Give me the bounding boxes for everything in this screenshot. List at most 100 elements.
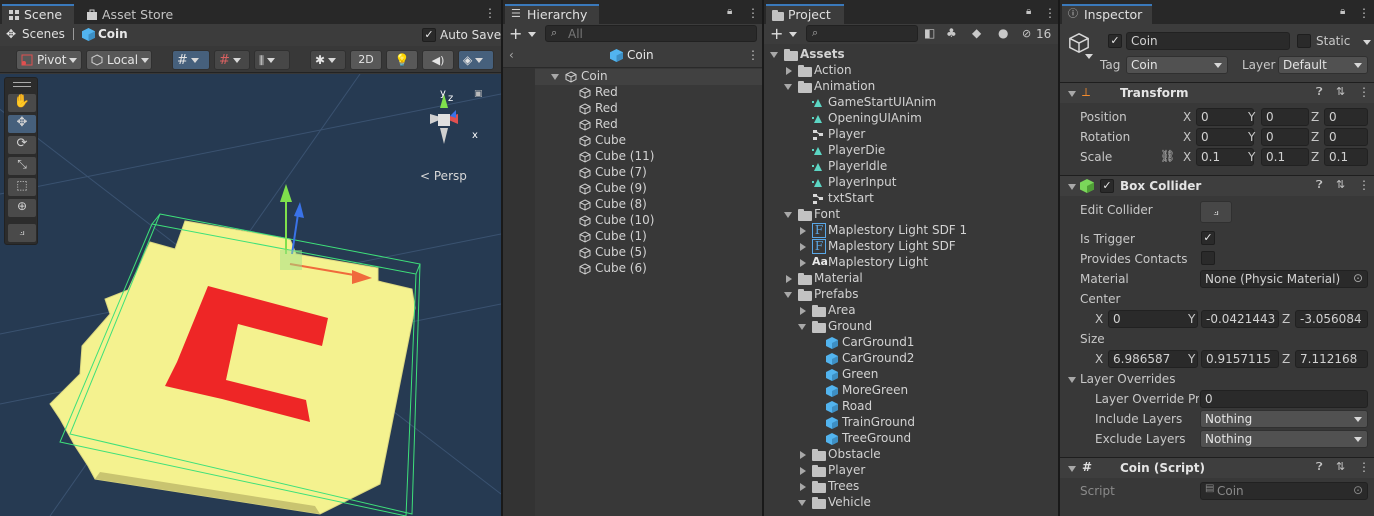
- scene-viewport[interactable]: ✋ ✥ ⟳ ⤡ ⬚ ⊕ ⟓ y z x ▣ < Persp: [0, 74, 501, 516]
- presets-icon[interactable]: ⇅: [1336, 460, 1346, 473]
- project-item[interactable]: CarGround1: [764, 335, 1058, 351]
- fold-arrow-icon[interactable]: [1068, 466, 1076, 472]
- hierarchy-item[interactable]: Cube (6): [535, 261, 762, 277]
- fold-arrow-icon[interactable]: [800, 259, 806, 267]
- lighting-toggle[interactable]: 💡: [386, 50, 418, 70]
- chevron-down-icon[interactable]: [528, 32, 536, 37]
- info-icon[interactable]: ●: [998, 26, 1009, 40]
- project-item[interactable]: Road: [764, 399, 1058, 415]
- project-item[interactable]: Vehicle: [764, 495, 1058, 511]
- transform-tool-button[interactable]: ⊕: [8, 199, 36, 217]
- grid-snap-toggle[interactable]: #: [172, 50, 210, 70]
- fold-arrow-icon[interactable]: [784, 84, 792, 90]
- project-item[interactable]: Assets: [764, 47, 1058, 63]
- search-by-label-icon[interactable]: ♣: [946, 26, 957, 40]
- center-x-field[interactable]: 0: [1108, 310, 1198, 328]
- hierarchy-item[interactable]: Cube (10): [535, 213, 762, 229]
- edit-collider-button[interactable]: ⟓: [1200, 201, 1232, 223]
- kebab-menu-icon[interactable]: ⋮: [1358, 178, 1370, 192]
- tab-project[interactable]: Project: [766, 4, 844, 24]
- custom-tool-button[interactable]: ⟓: [8, 224, 36, 242]
- hierarchy-item[interactable]: Cube: [535, 133, 762, 149]
- hand-tool-button[interactable]: ✋: [8, 94, 36, 112]
- kebab-menu-icon[interactable]: ⋮: [1358, 6, 1370, 20]
- link-icon[interactable]: ⛓: [1160, 149, 1176, 163]
- transform-y-field[interactable]: 0: [1261, 128, 1309, 146]
- audio-toggle[interactable]: ◀): [422, 50, 454, 70]
- fold-arrow-icon[interactable]: [798, 500, 806, 506]
- hidden-packages-icon[interactable]: ⊘: [1022, 27, 1032, 40]
- move-tool-button[interactable]: ✥: [8, 115, 36, 133]
- hierarchy-item[interactable]: Red: [535, 101, 762, 117]
- rect-tool-button[interactable]: ⬚: [8, 178, 36, 196]
- object-picker-icon[interactable]: ⊙: [1352, 271, 1363, 285]
- lock-icon[interactable]: 🔒︎: [1340, 6, 1346, 17]
- layer-overrides-fold-icon[interactable]: [1068, 377, 1076, 383]
- transform-z-field[interactable]: 0: [1324, 128, 1368, 146]
- project-item[interactable]: Area: [764, 303, 1058, 319]
- add-icon[interactable]: +: [509, 24, 523, 43]
- size-x-field[interactable]: 6.986587: [1108, 350, 1198, 368]
- project-item[interactable]: Font: [764, 207, 1058, 223]
- include-layers-dropdown[interactable]: Nothing: [1200, 410, 1368, 428]
- transform-x-field[interactable]: 0: [1196, 108, 1254, 126]
- icon-picker-chevron-icon[interactable]: [1085, 54, 1093, 59]
- fold-arrow-icon[interactable]: [800, 307, 806, 315]
- lock-icon[interactable]: 🔒︎: [1026, 6, 1032, 17]
- tab-inspector[interactable]: ⓘ Inspector: [1062, 4, 1152, 24]
- toggle-2d-button[interactable]: 2D: [350, 50, 382, 70]
- hierarchy-item[interactable]: Red: [535, 117, 762, 133]
- search-by-type-icon[interactable]: ◧: [924, 26, 936, 40]
- fold-arrow-icon[interactable]: [1068, 91, 1076, 97]
- static-checkbox[interactable]: [1297, 34, 1311, 48]
- project-item[interactable]: Player: [764, 463, 1058, 479]
- rotate-tool-button[interactable]: ⟳: [8, 136, 36, 154]
- project-item[interactable]: PlayerInput: [764, 175, 1058, 191]
- project-item[interactable]: Obstacle: [764, 447, 1058, 463]
- tool-drag-handle[interactable]: [13, 82, 31, 87]
- help-icon[interactable]: ❓︎: [1316, 178, 1323, 191]
- tag-icon[interactable]: ◆: [972, 26, 982, 40]
- coin-script-header[interactable]: # Coin (Script) ❓︎ ⇅ ⋮: [1060, 457, 1374, 478]
- project-search-input[interactable]: ⌕: [806, 25, 918, 42]
- kebab-menu-icon[interactable]: ⋮: [747, 48, 759, 62]
- lock-icon[interactable]: ▣: [474, 89, 483, 99]
- auto-save-checkbox[interactable]: ✓: [422, 28, 436, 42]
- scale-tool-button[interactable]: ⤡: [8, 157, 36, 175]
- exclude-layers-dropdown[interactable]: Nothing: [1200, 430, 1368, 448]
- pivot-dropdown[interactable]: Pivot: [16, 50, 82, 70]
- local-dropdown[interactable]: Local: [86, 50, 152, 70]
- project-item[interactable]: Material: [764, 271, 1058, 287]
- grid-visibility-toggle[interactable]: #: [214, 50, 250, 70]
- project-item[interactable]: Ground: [764, 319, 1058, 335]
- project-item[interactable]: Green: [764, 367, 1058, 383]
- project-item[interactable]: Prefabs: [764, 287, 1058, 303]
- transform-y-field[interactable]: 0.1: [1261, 148, 1309, 166]
- hierarchy-item[interactable]: Cube (5): [535, 245, 762, 261]
- project-item[interactable]: GameStartUIAnim: [764, 95, 1058, 111]
- kebab-menu-icon[interactable]: ⋮: [484, 6, 496, 20]
- kebab-menu-icon[interactable]: ⋮: [747, 6, 759, 20]
- hierarchy-item[interactable]: Red: [535, 85, 762, 101]
- project-item[interactable]: Trees: [764, 479, 1058, 495]
- layer-dropdown[interactable]: Default: [1278, 56, 1368, 74]
- provides-contacts-checkbox[interactable]: [1201, 251, 1215, 265]
- fold-arrow-icon[interactable]: [800, 483, 806, 491]
- center-z-field[interactable]: -3.056084: [1295, 310, 1368, 328]
- is-trigger-checkbox[interactable]: ✓: [1201, 231, 1215, 245]
- back-chevron-icon[interactable]: ‹: [509, 48, 514, 62]
- fold-arrow-icon[interactable]: [784, 292, 792, 298]
- layer-override-priority-field[interactable]: 0: [1200, 390, 1368, 408]
- fold-arrow-icon[interactable]: [786, 67, 792, 75]
- help-icon[interactable]: ❓︎: [1316, 85, 1323, 98]
- fold-arrow-icon[interactable]: [786, 275, 792, 283]
- project-item[interactable]: PlayerDie: [764, 143, 1058, 159]
- size-y-field[interactable]: 0.9157115: [1201, 350, 1279, 368]
- draw-mode-dropdown[interactable]: ✱: [310, 50, 346, 70]
- hierarchy-root-coin[interactable]: Coin: [535, 69, 762, 85]
- increment-snap-toggle[interactable]: ⫼: [254, 50, 290, 70]
- tab-hierarchy[interactable]: ☰ Hierarchy: [505, 4, 599, 24]
